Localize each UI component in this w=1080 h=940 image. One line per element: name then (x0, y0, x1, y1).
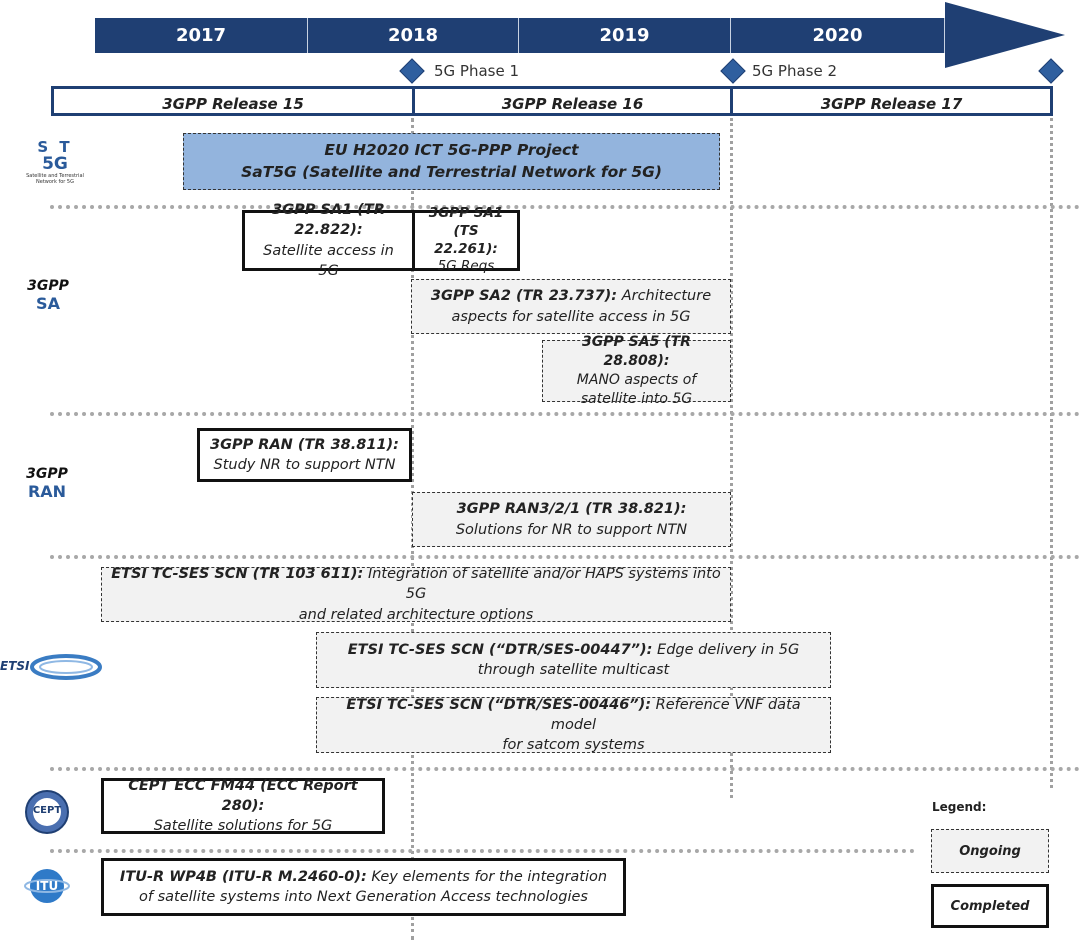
sa-logo-brand: 3GPP (27, 278, 69, 294)
ran-logo: 3GPP RAN (14, 466, 80, 501)
etsi1-desc1: Integration of satellite and/or HAPS sys… (363, 566, 721, 603)
year-2019: 2019 (519, 18, 731, 53)
ran-tr-desc: Study NR to support NTN (213, 457, 396, 473)
sa2-desc1: Architecture (617, 288, 712, 305)
phase2-diamond-icon (720, 58, 746, 84)
sa1-tr-desc: Satellite access in 5G (263, 242, 394, 279)
etsi3-desc2: for satcom systems (502, 737, 645, 754)
separator-itu (50, 849, 915, 853)
sa2-title: 3GPP SA2 (TR 23.737): (430, 288, 618, 305)
release-17: 3GPP Release 17 (730, 86, 1053, 116)
etsi2-title: ETSI TC-SES SCN (“DTR/SES-00447”): (347, 641, 653, 658)
legend-completed: Completed (931, 884, 1049, 928)
itu-desc2: of satellite systems into Next Generatio… (139, 889, 588, 905)
phase1-diamond-icon (399, 58, 425, 84)
sa5-tr28808-box: 3GPP SA5 (TR 28.808): MANO aspects of sa… (542, 334, 731, 407)
timeline-arrow-icon (945, 2, 1065, 68)
separator-ran (50, 412, 1080, 416)
itu-logo-text: ITU (35, 879, 59, 893)
itu-wp4b-box: ITU-R WP4B (ITU-R M.2460-0): Key element… (101, 858, 626, 916)
legend-ongoing: Ongoing (931, 829, 1049, 873)
etsi1-title: ETSI TC-SES SCN (TR 103 611): (111, 566, 364, 583)
sa1-tr22822-box: 3GPP SA1 (TR 22.822): Satellite access i… (242, 202, 415, 279)
etsi3-title: ETSI TC-SES SCN (“DTR/SES-00446”): (346, 696, 652, 713)
separator-cept (50, 767, 1080, 771)
cept-ecc-fm44-box: CEPT ECC FM44 (ECC Report 280): Satellit… (101, 778, 385, 834)
etsi3-desc1: Reference VNF data model (550, 696, 801, 733)
year-2017: 2017 (95, 18, 308, 53)
sat5g-logo: S T 5G Satellite and Terrestrial Network… (24, 138, 86, 196)
etsi2-desc1: Edge delivery in 5G (652, 641, 800, 658)
eu-project-line1: EU H2020 ICT 5G-PPP Project (324, 140, 579, 159)
sa1-ts22261-box: 3GPP SA1 (TS 22.261): 5G Reqs (412, 205, 520, 274)
phase2-label: 5G Phase 2 (752, 62, 838, 80)
sat5g-logo-sub: 5G (42, 154, 68, 174)
etsi-logo-text: ETSI (0, 659, 30, 673)
itu-desc1: Key elements for the integration (366, 868, 608, 885)
itu-logo: ITU (24, 866, 70, 906)
sat5g-logo-caption: Satellite and Terrestrial Network for 5G (26, 173, 84, 185)
sa2-desc2: aspects for satellite access in 5G (451, 308, 691, 325)
cept-desc: Satellite solutions for 5G (153, 818, 333, 835)
itu-title: ITU-R WP4B (ITU-R M.2460-0): (119, 868, 367, 885)
etsi-tr103611-box: ETSI TC-SES SCN (TR 103 611): Integratio… (101, 566, 731, 623)
sa1-ts-title1: 3GPP SA1 (428, 205, 504, 222)
cept-globe-icon (25, 790, 69, 834)
sa1-tr-title: 3GPP SA1 (TR 22.822): (272, 201, 385, 239)
cept-title: CEPT ECC FM44 (ECC Report 280): (128, 777, 358, 814)
sa-logo: 3GPP SA (18, 278, 78, 313)
separator-etsi (50, 555, 1080, 559)
sa1-ts-title2: (TS 22.261): (434, 222, 498, 257)
etsi-logo-swoosh-icon (30, 654, 102, 680)
etsi1-desc2: and related architecture options (298, 606, 534, 623)
year-2018: 2018 (308, 18, 519, 53)
sa-logo-label: SA (36, 294, 60, 313)
ran-tr-title: 3GPP RAN (TR 38.811): (210, 436, 399, 453)
sa2-tr23737-box: 3GPP SA2 (TR 23.737): Architecture aspec… (411, 279, 731, 334)
separator-sa (50, 205, 1080, 209)
ran321-desc: Solutions for NR to support NTN (455, 521, 688, 538)
timeline-bar (95, 18, 945, 53)
etsi-logo: ETSI (0, 650, 104, 684)
itu-globe-icon (24, 869, 70, 903)
etsi2-desc2: through satellite multicast (477, 662, 670, 678)
sa5-desc1: MANO aspects of (576, 372, 697, 388)
sa5-title: 3GPP SA5 (TR 28.808): (582, 334, 691, 370)
ran321-tr38821-box: 3GPP RAN3/2/1 (TR 38.821): Solutions for… (412, 492, 731, 547)
ran-logo-brand: 3GPP (26, 466, 68, 482)
sa5-desc2: satellite into 5G (580, 390, 693, 407)
release-15: 3GPP Release 15 (51, 86, 415, 116)
etsi-dtr00446-box: ETSI TC-SES SCN (“DTR/SES-00446”): Refer… (316, 697, 831, 753)
etsi-dtr00447-box: ETSI TC-SES SCN (“DTR/SES-00447”): Edge … (316, 632, 831, 688)
cept-logo-text: CEPT (32, 805, 62, 816)
year-2020-guide (1050, 118, 1053, 788)
year-2020: 2020 (731, 18, 945, 53)
eu-h2020-project-box: EU H2020 ICT 5G-PPP Project SaT5G (Satel… (183, 133, 720, 190)
ran321-title: 3GPP RAN3/2/1 (TR 38.821): (456, 501, 687, 518)
legend-title: Legend: (932, 800, 987, 814)
release-16: 3GPP Release 16 (412, 86, 733, 116)
phase1-label: 5G Phase 1 (434, 62, 520, 80)
sa1-ts-desc: 5G Reqs (437, 258, 495, 275)
eu-project-line2: SaT5G (Satellite and Terrestrial Network… (241, 162, 662, 181)
sat5g-logo-main: S T (37, 138, 73, 156)
ran-logo-label: RAN (27, 482, 67, 501)
year-2019-guide (730, 118, 733, 798)
cept-logo: CEPT (20, 788, 74, 836)
ran-tr38811-box: 3GPP RAN (TR 38.811): Study NR to suppor… (197, 428, 412, 482)
